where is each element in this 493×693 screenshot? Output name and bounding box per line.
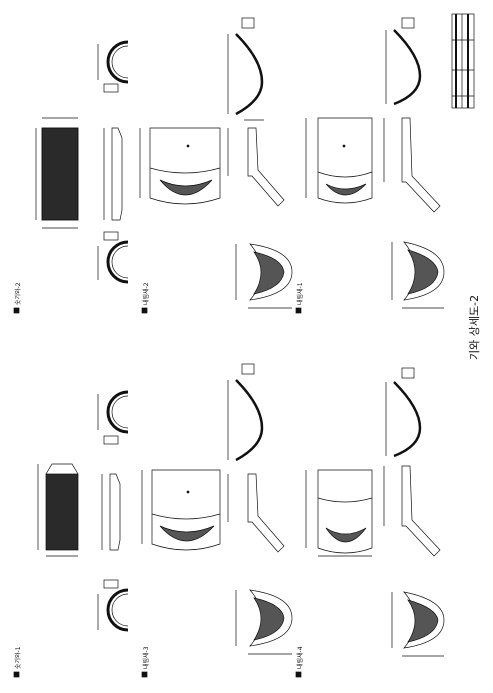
tile-side-section [109, 473, 121, 551]
label-marker-naerimsae-2 [141, 307, 148, 314]
roof-tile-naerimsae-3-set [141, 363, 293, 655]
eave-tile-plan [317, 117, 373, 204]
label-naerimsae-2: 내림새-2 [143, 282, 150, 305]
eave-tile-plan [317, 469, 373, 554]
label-sukiwa-1: 숫기와-1 [15, 646, 22, 669]
tile-end-arc [106, 390, 129, 434]
roof-tile-naerimsae-2-set [139, 17, 293, 309]
tile-plan-dark [41, 127, 79, 221]
eave-tile-arc-top [393, 29, 422, 106]
eave-tile-ornament [159, 179, 213, 196]
roof-tile-naerimsae-1-set [305, 17, 445, 309]
tile-end-arc-lower [106, 588, 129, 632]
eave-tile-side [401, 117, 441, 213]
eave-tile-side [247, 473, 285, 553]
label-marker-sukiwa-1 [13, 671, 20, 678]
roof-tile-naerimsae-4-set [305, 367, 445, 657]
eave-tile-arc-top [393, 381, 422, 458]
eave-tile-plan [149, 127, 221, 205]
eave-tile-side [401, 465, 441, 557]
label-marker-naerimsae-1 [295, 307, 302, 314]
label-sukiwa-2: 숫기와-2 [15, 282, 22, 305]
eave-tile-side [247, 127, 285, 207]
label-naerimsae-1: 내림새-1 [297, 282, 304, 305]
label-naerimsae-3: 내림새-3 [143, 646, 150, 669]
sheet-title: 기와 상세도-2 [468, 294, 481, 360]
eave-tile-arc-top [235, 379, 264, 462]
roof-tile-sukiwa-2-set [35, 40, 129, 284]
label-marker-naerimsae-3 [141, 671, 148, 678]
tile-end-arc-lower [106, 240, 129, 284]
tile-side-section [111, 127, 123, 221]
label-marker-sukiwa-2 [13, 307, 20, 314]
eave-tile-plan [151, 469, 221, 551]
roof-tile-sukiwa-1-set [37, 390, 129, 632]
label-marker-naerimsae-4 [295, 671, 302, 678]
detail-strip [451, 13, 475, 109]
tile-end-arc [106, 40, 129, 84]
tile-plan-dark [45, 473, 79, 551]
label-naerimsae-4: 내림새-4 [297, 646, 304, 669]
eave-tile-arc-top [235, 33, 264, 116]
